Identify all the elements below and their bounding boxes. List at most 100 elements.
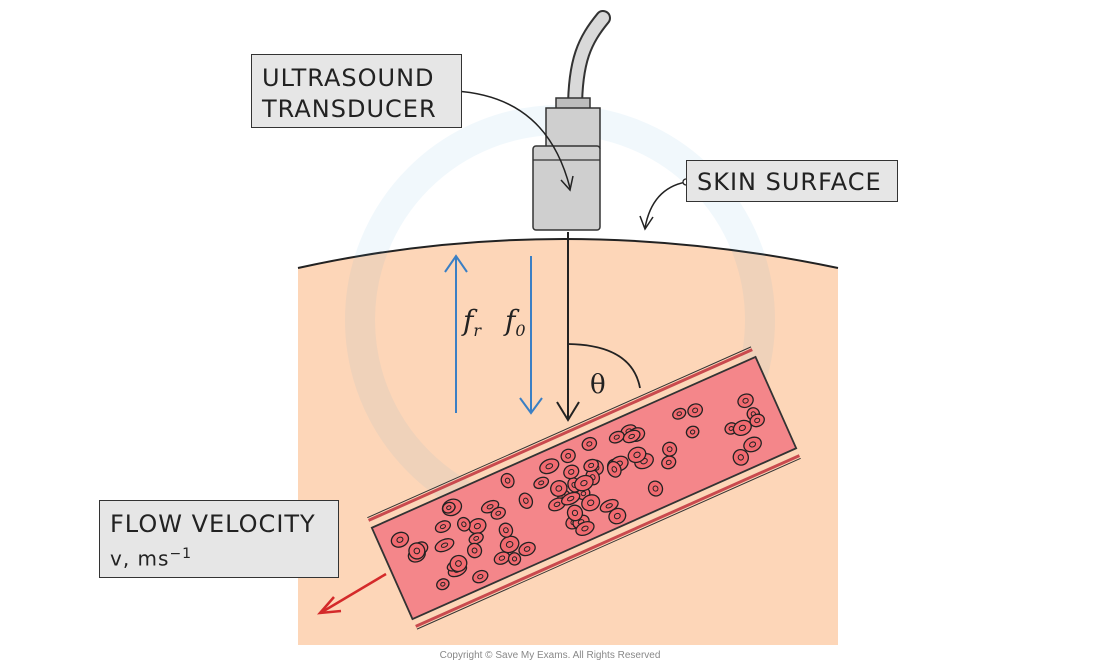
- blood-cell: [743, 436, 762, 453]
- blood-cell-center: [461, 521, 467, 528]
- transducer-label-line1: ULTRASOUND: [262, 64, 435, 92]
- blood-cell: [518, 492, 534, 509]
- blood-cell-center: [503, 527, 509, 534]
- blood-cell-center: [446, 505, 452, 511]
- blood-cell: [500, 472, 515, 489]
- blood-cell: [627, 446, 647, 464]
- blood-cell: [449, 554, 468, 573]
- blood-cell-center: [523, 546, 531, 552]
- flow-direction-arrow: [316, 572, 387, 615]
- blood-cell-center: [471, 547, 478, 554]
- blood-cell-center: [495, 510, 502, 516]
- blood-cell: [507, 552, 522, 566]
- blood-cell: [468, 532, 484, 545]
- blood-cell-center: [473, 535, 480, 541]
- blood-cell-center: [538, 480, 545, 486]
- blood-cell: [606, 460, 622, 478]
- blood-cell-center: [545, 463, 554, 470]
- blood-cell: [457, 516, 471, 532]
- blood-cell: [662, 441, 678, 457]
- blood-cell: [608, 507, 627, 525]
- blood-cell: [647, 480, 664, 497]
- blood-cell: [685, 425, 700, 439]
- blood-cell-center: [511, 556, 518, 562]
- blood-cell-center: [565, 453, 572, 459]
- blood-cell-center: [580, 491, 587, 497]
- transducer-label-line2: TRANSDUCER: [262, 95, 437, 123]
- blood-vessel: [367, 346, 801, 630]
- skin-surface-label: SKIN SURFACE: [686, 160, 898, 202]
- blood-cell: [490, 506, 506, 520]
- ultrasound-beam: [556, 232, 580, 422]
- blood-cell-center: [689, 429, 696, 435]
- blood-cells: [390, 393, 765, 591]
- blood-cell: [560, 491, 581, 506]
- blood-cell-center: [505, 541, 514, 548]
- blood-cell: [574, 474, 594, 492]
- blood-cell: [390, 531, 410, 548]
- blood-cell: [539, 458, 560, 475]
- blood-cell: [518, 541, 536, 557]
- blood-cell: [563, 464, 580, 480]
- blood-cell-center: [742, 397, 749, 404]
- blood-cell-center: [553, 501, 561, 508]
- blood-cell: [732, 448, 750, 466]
- blood-cell: [533, 476, 550, 490]
- blood-cell-center: [676, 411, 682, 417]
- blood-cell: [661, 455, 677, 470]
- blood-cell: [749, 413, 765, 428]
- blood-cell: [466, 542, 483, 559]
- blood-cell-center: [571, 509, 579, 517]
- flow-velocity-label: FLOW VELOCITY v, ms−1: [99, 500, 339, 578]
- blood-cell-center: [749, 441, 757, 448]
- angle-arc: [567, 343, 641, 389]
- blood-cell-center: [665, 459, 672, 466]
- blood-cell-center: [580, 479, 588, 487]
- blood-cell: [498, 522, 514, 538]
- blood-cell-center: [754, 417, 761, 424]
- blood-cell: [442, 501, 456, 514]
- blood-cell-center: [605, 503, 613, 509]
- blood-cell: [434, 520, 452, 534]
- blood-cell-center: [587, 499, 595, 507]
- blood-cell-center: [666, 446, 673, 453]
- blood-cell: [566, 504, 584, 522]
- ultrasound-transducer: [532, 97, 601, 231]
- blood-cell: [583, 458, 599, 473]
- blood-cell-center: [486, 504, 494, 510]
- blood-cell-center: [498, 555, 506, 561]
- emitted-frequency-arrow: [519, 256, 543, 415]
- blood-cell: [550, 480, 568, 497]
- blood-cell: [575, 521, 595, 537]
- blood-cell-center: [504, 477, 511, 484]
- blood-cell: [687, 403, 704, 418]
- blood-cell-center: [440, 581, 446, 587]
- skin-surface-line: [297, 238, 839, 269]
- blood-cell: [608, 430, 625, 444]
- flow-velocity-title: FLOW VELOCITY: [110, 510, 316, 538]
- skin-surface-text: SKIN SURFACE: [697, 168, 882, 196]
- blood-cell: [581, 436, 598, 451]
- blood-cell-center: [586, 441, 593, 447]
- blood-cell-center: [473, 523, 481, 530]
- blood-cell-center: [738, 424, 746, 432]
- blood-cell-center: [628, 433, 636, 440]
- blood-cell-center: [555, 485, 563, 492]
- blood-cell-center: [413, 547, 421, 555]
- blood-cell: [408, 542, 426, 560]
- blood-cell-center: [588, 462, 595, 469]
- blood-cell: [581, 494, 601, 512]
- blood-cell-center: [566, 495, 575, 502]
- blood-cell: [434, 538, 455, 553]
- blood-cell-center: [613, 512, 621, 520]
- blood-cell-center: [633, 451, 641, 459]
- flow-velocity-unit: v, ms−1: [110, 546, 193, 571]
- blood-cell-center: [396, 536, 404, 543]
- blood-cell: [737, 393, 754, 409]
- blood-cell: [436, 578, 450, 591]
- ultrasound-transducer-label: ULTRASOUND TRANSDUCER: [251, 54, 462, 128]
- blood-cell-center: [692, 407, 699, 414]
- blood-cell: [622, 429, 641, 444]
- transducer-pointer: [454, 90, 571, 189]
